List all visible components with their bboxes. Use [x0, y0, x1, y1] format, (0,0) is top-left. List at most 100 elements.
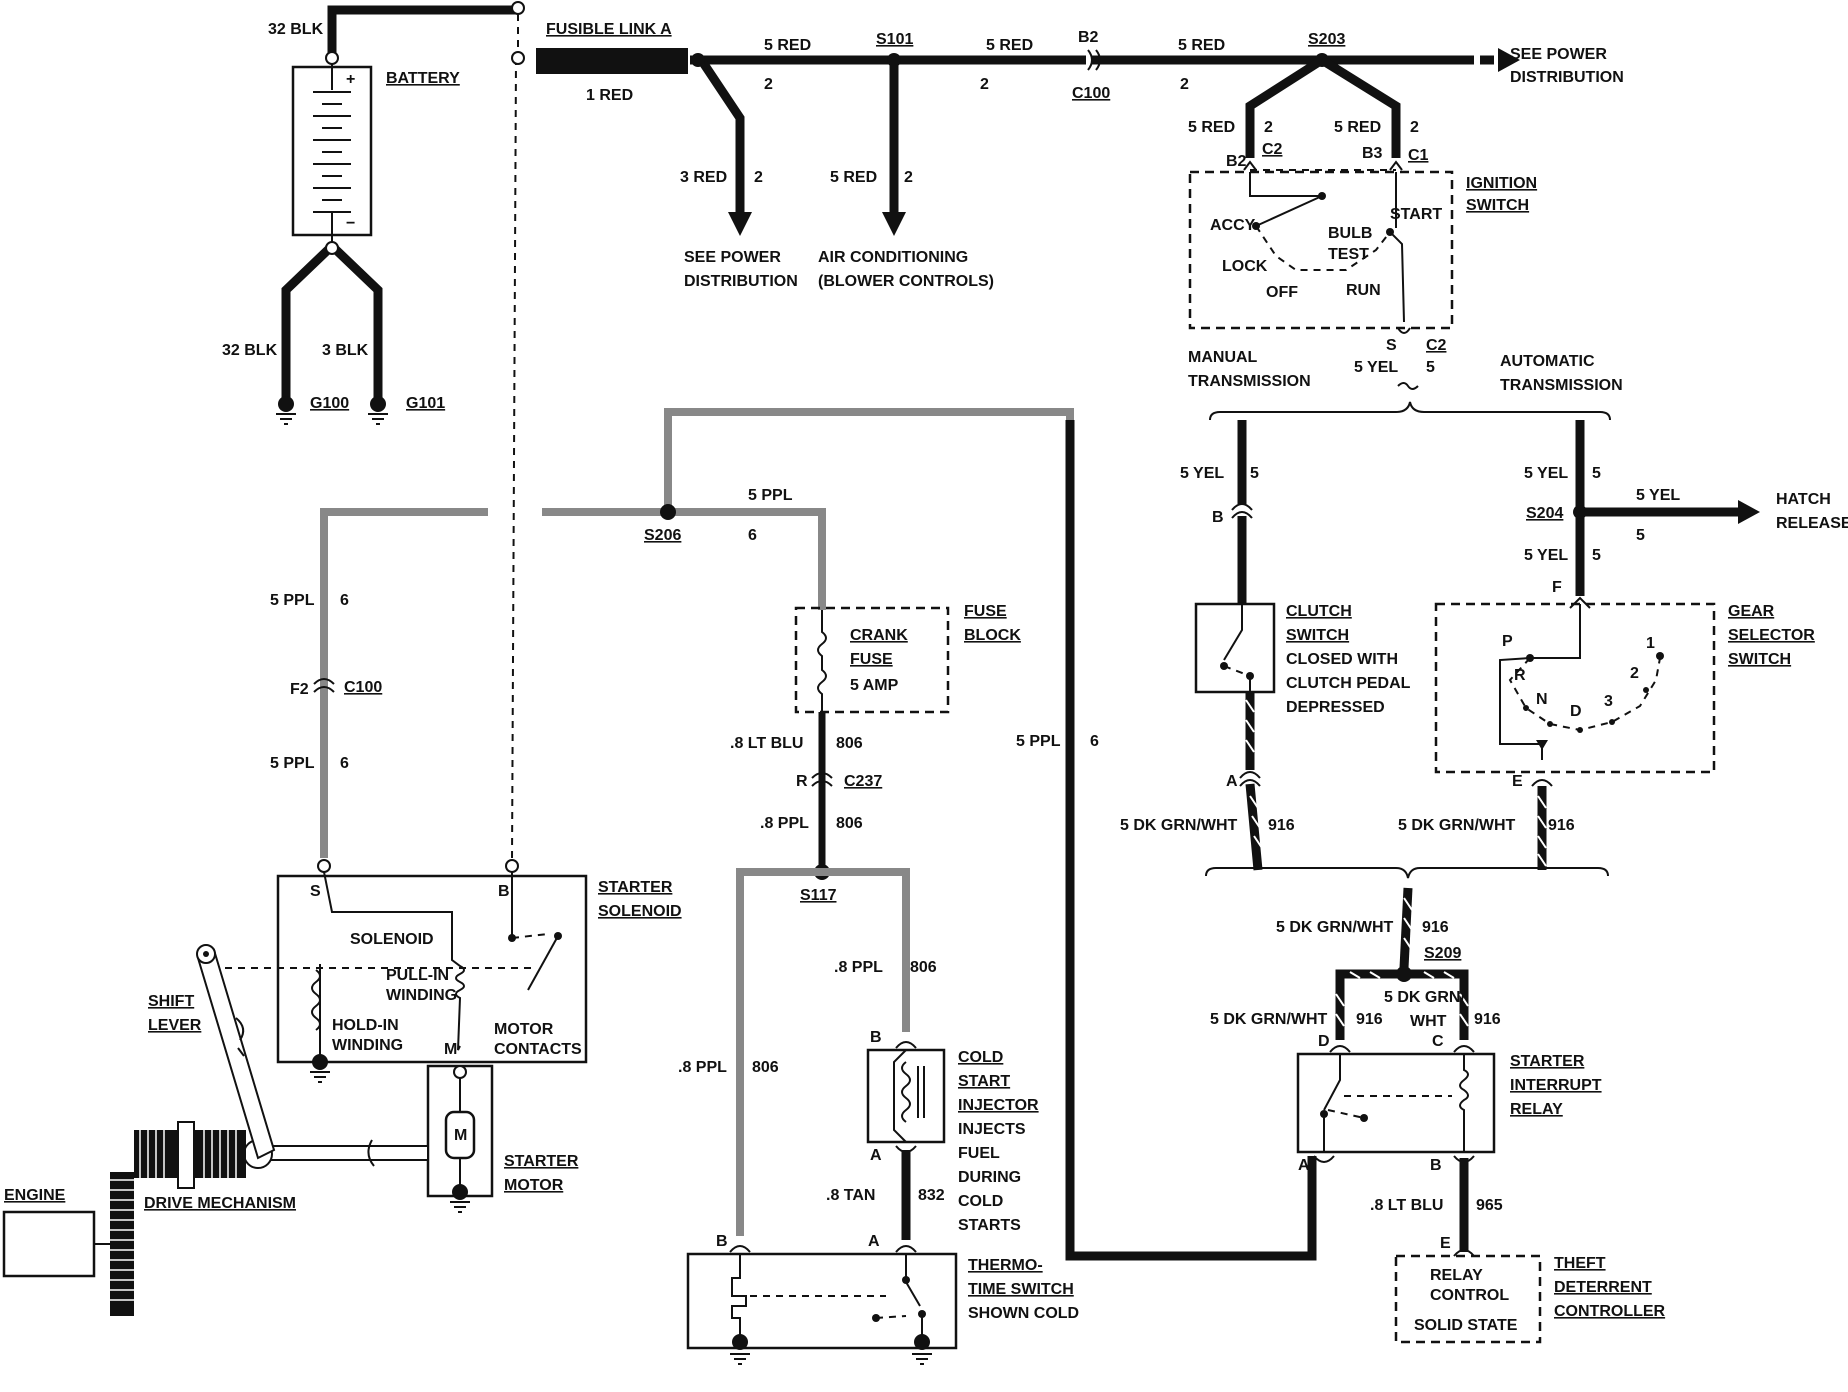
cold-start-l2: START [958, 1073, 1010, 1090]
ckt-916-clutch: 916 [1268, 817, 1295, 834]
conn-a-clutch: A [1226, 773, 1238, 790]
wire-5red-b: 5 RED [986, 37, 1033, 54]
ckt-5-clutch: 5 [1250, 465, 1259, 482]
wire-32blk-top: 32 BLK [268, 21, 324, 38]
splice-s204: S204 [1526, 505, 1563, 522]
wire-5ppl-sol-top: 5 PPL [270, 592, 315, 609]
injector-note-l2: FUEL [958, 1145, 1000, 1162]
wire-5ppl-long: 5 PPL [1016, 733, 1061, 750]
dest-see-power-dist-1-l1: SEE POWER [1510, 46, 1607, 63]
ckt-6-sol-bot: 6 [340, 755, 349, 772]
ckt-6-s206: 6 [748, 527, 757, 544]
wire-ltblu-theft: .8 LT BLU [1370, 1197, 1443, 1214]
crank-fuse-l1: CRANK [850, 627, 908, 644]
gear-pos-n: N [1536, 691, 1548, 708]
shift-lever-l2: LEVER [148, 1017, 202, 1034]
theft-label-l1: THEFT [1554, 1255, 1606, 1272]
dest-hatch-l2: RELEASE [1776, 515, 1848, 532]
splice-s209: S209 [1424, 945, 1461, 962]
ckt-5-ign: 5 [1426, 359, 1435, 376]
conn-r: R [796, 773, 808, 790]
hold-in-l1: HOLD-IN [332, 1017, 399, 1034]
dest-see-power-dist-2-l2: DISTRIBUTION [684, 273, 798, 290]
wire-5yel-gear: 5 YEL [1524, 547, 1568, 564]
battery-label: BATTERY [386, 70, 460, 87]
gear-pos-3: 3 [1604, 693, 1613, 710]
wire-5yel-auto: 5 YEL [1524, 465, 1568, 482]
fusible-link-label: FUSIBLE LINK A [546, 21, 672, 38]
ckt-2-ign2: 2 [1410, 119, 1419, 136]
ckt-6-sol-top: 6 [340, 592, 349, 609]
clutch-note-l2: CLUTCH PEDAL [1286, 675, 1411, 692]
starter-relay-label-l2: INTERRUPT [1510, 1077, 1602, 1094]
wire-5red-ign1: 5 RED [1188, 119, 1235, 136]
motor-contacts-l2: CONTACTS [494, 1041, 582, 1058]
fusible-link-body [536, 48, 688, 74]
wire-1red: 1 RED [586, 87, 633, 104]
splice-s206: S206 [644, 527, 681, 544]
engine-label: ENGINE [4, 1187, 66, 1204]
wire-5yel-clutch: 5 YEL [1180, 465, 1224, 482]
starter-relay-label-l1: STARTER [1510, 1053, 1585, 1070]
ignition-switch-box [1188, 170, 1454, 330]
motor-contacts-l1: MOTOR [494, 1021, 554, 1038]
gear-pos-2: 2 [1630, 665, 1639, 682]
conn-c237: C237 [844, 773, 882, 790]
wire-dkgrn-relay-d: 5 DK GRN/WHT [1210, 1011, 1328, 1028]
connector-b2-top: B2 [1078, 29, 1099, 46]
conn-c2-ign: C2 [1262, 141, 1283, 158]
theft-label-l2: DETERRENT [1554, 1279, 1652, 1296]
ckt-2-d: 2 [754, 169, 763, 186]
thermo-note: SHOWN COLD [968, 1305, 1079, 1322]
ckt-832: 832 [918, 1187, 945, 1204]
flywheel [110, 1172, 134, 1316]
ckt-2-a: 2 [764, 76, 773, 93]
gear-selector-box [1434, 602, 1716, 774]
wire-5ppl-sol-bot: 5 PPL [270, 755, 315, 772]
cold-start-injector-box [866, 1048, 946, 1144]
wire-3red: 3 RED [680, 169, 727, 186]
wire-5yel-hatch: 5 YEL [1636, 487, 1680, 504]
conn-d-relay: D [1318, 1033, 1330, 1050]
splice-s101: S101 [876, 31, 913, 48]
wire-8ppl-c: .8 PPL [678, 1059, 727, 1076]
crank-fuse-l2: FUSE [850, 651, 893, 668]
conn-e-gear: E [1512, 773, 1523, 790]
wire-3blk-ground: 3 BLK [322, 342, 369, 359]
conn-a-relay: A [1298, 1157, 1310, 1174]
hold-in-l2: WINDING [332, 1037, 403, 1054]
conn-b-thermo: B [716, 1233, 728, 1250]
ckt-916-relay-d: 916 [1356, 1011, 1383, 1028]
ckt-6-long: 6 [1090, 733, 1099, 750]
motor-shaft [261, 1145, 429, 1161]
ckt-806-d: 806 [752, 1059, 779, 1076]
wire-5red-c: 5 RED [1178, 37, 1225, 54]
shift-lever-l1: SHIFT [148, 993, 194, 1010]
conn-c1-ign: C1 [1408, 147, 1429, 164]
gear-pos-r: R [1514, 667, 1526, 684]
conn-e-theft: E [1440, 1235, 1451, 1252]
ckt-2-e: 2 [904, 169, 913, 186]
relay-control-l2: CONTROL [1430, 1287, 1509, 1304]
theft-label-l3: CONTROLLER [1554, 1303, 1666, 1320]
arrow-see-power-dist-1 [1498, 48, 1520, 72]
ign-pos-bulb: BULB [1328, 225, 1372, 242]
sol-pin-m: M [444, 1041, 457, 1058]
pull-in-l2: WINDING [386, 987, 457, 1004]
splice-s117: S117 [800, 887, 837, 904]
ckt-806-a: 806 [836, 735, 863, 752]
starter-interrupt-relay-box [1296, 1052, 1496, 1154]
conn-f-gear: F [1552, 579, 1562, 596]
cold-start-l3: INJECTOR [958, 1097, 1039, 1114]
ign-pos-accy: ACCY [1210, 217, 1256, 234]
conn-b-clutch: B [1212, 509, 1224, 526]
ignition-switch-label-l1: IGNITION [1466, 175, 1537, 192]
motor-m-symbol: M [454, 1127, 467, 1144]
fuse-block-box [794, 606, 950, 714]
clutch-switch-label-l2: SWITCH [1286, 627, 1349, 644]
ckt-965: 965 [1476, 1197, 1503, 1214]
gear-pos-p: P [1502, 633, 1513, 650]
conn-c-relay: C [1432, 1033, 1444, 1050]
conn-c100-sol: C100 [344, 679, 382, 696]
